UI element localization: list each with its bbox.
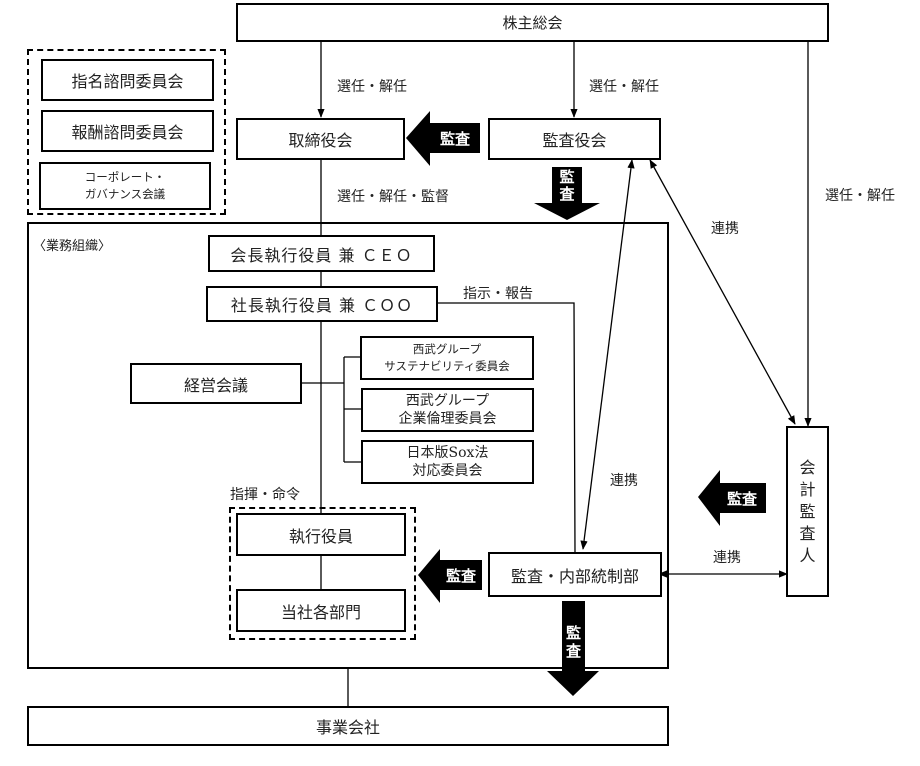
node-label-line1: コーポレート・: [84, 170, 166, 184]
line-audit-board-internal-audit: [580, 159, 635, 550]
node-governance-meeting: コーポレート・ ガバナンス会議: [39, 162, 211, 210]
label-business-organization: 〈業務組織〉: [33, 239, 112, 254]
audit-arrow-down-to-org: [534, 167, 600, 220]
node-label: 株主総会: [502, 14, 563, 32]
node-compensation-committee: 報酬諮問委員会: [41, 110, 214, 152]
node-president-coo: 社長執行役員 兼 ＣＯＯ: [206, 286, 438, 322]
node-label: 社長執行役員 兼 ＣＯＯ: [230, 296, 414, 315]
node-label: 会長執行役員 兼 ＣＥＯ: [230, 245, 413, 265]
node-nomination-committee: 指名諮問委員会: [41, 59, 214, 101]
execution-group: [229, 507, 416, 640]
label-appoint-dismiss-audit: 選任・解任: [589, 79, 659, 95]
audit-arrow-from-auditor: [698, 470, 766, 526]
audit-badge-org: 監 査: [552, 168, 582, 204]
audit-arrow-down-to-companies: [547, 601, 599, 696]
node-label-char: 監: [799, 501, 816, 521]
node-label-line1: 日本版Sox法: [406, 445, 489, 461]
node-label-line2: サステナビリティ委員会: [384, 359, 510, 373]
node-label: 執行役員: [288, 526, 353, 546]
node-label-line2: 企業倫理委員会: [398, 411, 497, 427]
node-ethics-committee: 西武グループ 企業倫理委員会: [361, 388, 534, 432]
node-label-char: 会: [799, 457, 816, 477]
node-operating-companies: 事業会社: [27, 706, 669, 746]
audit-badge-char: 監: [559, 168, 575, 186]
audit-arrow-to-exec: [418, 549, 482, 603]
label-instruct-report: 指示・報告: [463, 286, 533, 302]
audit-badge-auditor: 監査: [726, 489, 757, 508]
label-command-order: 指揮・命令: [230, 487, 300, 503]
audit-arrow-to-board: [406, 111, 480, 166]
node-label-char: 計: [799, 479, 816, 499]
node-label-line2: 対応委員会: [412, 463, 483, 479]
audit-badge-char: 査: [565, 642, 581, 660]
node-accounting-auditor: 会 計 監 査 人: [786, 426, 829, 597]
audit-badge-char: 監: [565, 624, 581, 642]
label-appoint-dismiss-board: 選任・解任: [337, 79, 407, 95]
line-coo-instruct-report: [438, 302, 576, 553]
node-label: 監査・内部統制部: [510, 566, 639, 586]
audit-badge-char: 査: [559, 185, 575, 203]
node-sox-committee: 日本版Sox法 対応委員会: [361, 440, 534, 484]
node-label: 事業会社: [315, 718, 380, 737]
node-shareholders-meeting: 株主総会: [236, 3, 829, 42]
node-audit-board: 監査役会: [488, 118, 661, 160]
node-label: 取締役会: [288, 131, 353, 150]
business-organization-frame: [27, 222, 669, 669]
label-cooperation-internal-auditor: 連携: [713, 550, 741, 566]
node-board-of-directors: 取締役会: [236, 118, 405, 160]
node-internal-audit-dept: 監査・内部統制部: [488, 552, 662, 597]
node-management-meeting: 経営会議: [130, 363, 302, 404]
node-company-departments: 当社各部門: [236, 589, 406, 632]
node-label-line1: 西武グループ: [405, 393, 490, 409]
advisory-committees-group: [27, 49, 226, 215]
node-executive-officers: 執行役員: [236, 513, 406, 556]
line-audit-board-auditor: [649, 159, 796, 425]
node-label: 報酬諮問委員会: [71, 123, 184, 142]
node-sustainability-committee: 西武グループ サステナビリティ委員会: [360, 336, 534, 380]
node-label: 当社各部門: [280, 602, 361, 622]
label-appoint-dismiss-auditor: 選任・解任: [825, 188, 895, 204]
node-label: 指名諮問委員会: [71, 72, 184, 91]
node-label-char: 人: [799, 545, 816, 565]
node-label: 監査役会: [542, 131, 607, 150]
node-chairman-ceo: 会長執行役員 兼 ＣＥＯ: [208, 235, 435, 272]
audit-badge-companies: 監 査: [562, 622, 585, 662]
node-label-line1: 西武グループ: [412, 342, 482, 356]
node-label-char: 査: [799, 523, 816, 543]
label-cooperation-audit-board-auditor: 連携: [711, 221, 739, 237]
label-appoint-dismiss-supervise: 選任・解任・監督: [337, 189, 449, 205]
audit-badge-board: 監査: [439, 129, 470, 148]
node-label: 経営会議: [183, 375, 248, 395]
audit-badge-exec: 監査: [445, 566, 476, 585]
label-cooperation-audit-board-internal: 連携: [610, 473, 638, 489]
node-label-line2: ガバナンス会議: [84, 187, 166, 201]
